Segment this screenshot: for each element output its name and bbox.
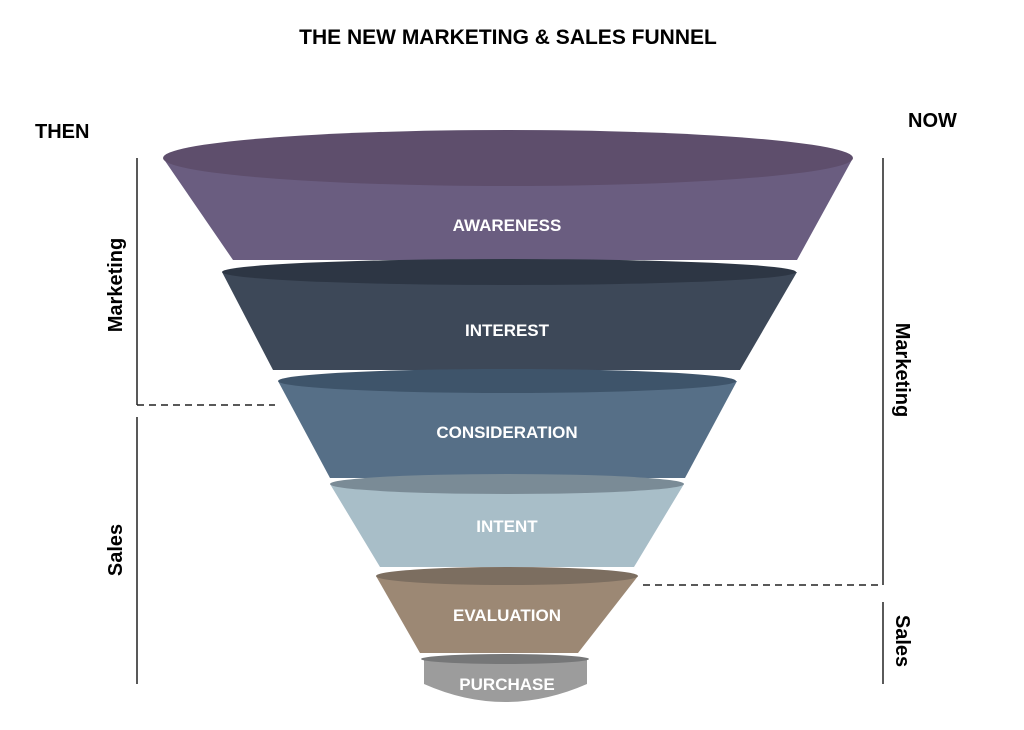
stage-top [278,369,736,393]
stage-label: INTENT [476,517,538,536]
stage-label: EVALUATION [453,606,561,625]
stage-label: INTEREST [465,321,550,340]
stage-body [424,659,587,702]
stage-purchase: PURCHASE [421,654,589,702]
stage-top [222,259,796,285]
now-sales-label: Sales [891,615,913,667]
now-marketing-label: Marketing [891,323,913,417]
then-sales-label: Sales [105,524,127,576]
now-heading: NOW [908,110,957,132]
then-marketing-label: Marketing [105,238,127,332]
stage-top [421,654,589,664]
stage-body [278,381,737,478]
stage-body [222,272,797,370]
stage-label: CONSIDERATION [436,423,577,442]
stage-body [376,576,638,653]
stage-label: AWARENESS [453,216,562,235]
stage-body [163,158,853,260]
stage-interest: INTEREST [222,259,797,370]
now-brackets [643,158,884,684]
stage-consideration: CONSIDERATION [278,369,737,478]
stage-awareness: AWARENESS [163,130,853,260]
stage-intent: INTENT [330,474,684,567]
stage-top [330,474,684,494]
stage-label: PURCHASE [459,675,554,694]
stage-top [376,567,638,585]
diagram-title: THE NEW MARKETING & SALES FUNNEL [299,26,717,49]
stage-evaluation: EVALUATION [376,567,638,653]
stage-top [163,130,853,186]
then-heading: THEN [35,121,89,143]
stage-body [330,484,684,567]
then-brackets [136,158,275,684]
